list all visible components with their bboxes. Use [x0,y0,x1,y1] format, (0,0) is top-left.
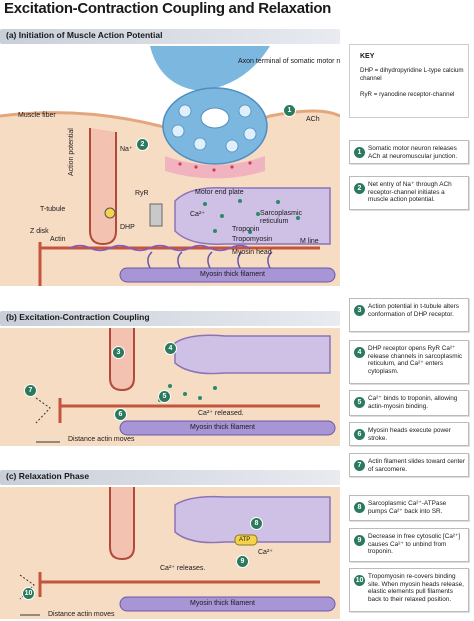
na-label: Na⁺ [120,146,133,153]
myosin-thick-label: Myosin thick filament [200,271,265,278]
sr-label: Sarcoplasmic reticulum [260,210,303,225]
section-b-header: (b) Excitation-Contraction Coupling [0,311,340,326]
muscle-fiber-label: Muscle fiber [18,112,56,119]
section-a-header: (a) Initiation of Muscle Action Potentia… [0,29,340,44]
callout-9: 9 [236,555,249,568]
step-text: Action potential in t-tubule alters conf… [368,303,459,318]
step-text: Decrease in free cytosolic [Ca²⁺] causes… [368,533,461,556]
ca-released-label: Ca²⁺ released. [198,410,244,417]
action-potential-label: Action potential [68,128,75,176]
step-text: Net entry of Na⁺ through ACh receptor-ch… [368,181,452,204]
step-number: 4 [353,346,366,359]
callout-10: 10 [22,587,35,600]
callout-5: 5 [158,390,171,403]
ttubule-label: T-tubule [40,206,66,213]
ca-releases-label: Ca²⁺ releases. [160,565,206,572]
callout-6: 6 [114,408,127,421]
axon-label: Axon terminal of somatic motor neuron [238,58,340,65]
mline-label: M line [300,238,319,245]
callout-4: 4 [164,342,177,355]
ryr-label: RyR [135,190,149,197]
ca-label-c: Ca²⁺ [258,549,273,556]
troponin-label: Troponin [232,226,260,233]
panel-a: Axon terminal of somatic motor neuron AC… [0,46,340,286]
step-number: 9 [353,534,366,547]
step-number: 5 [353,396,366,409]
step-text: Actin filament slides toward center of s… [368,458,465,473]
page-title: Excitation-Contraction Coupling and Rela… [4,0,332,17]
key-box: KEY DHP = dihydropyridine L-type calcium… [349,44,469,118]
key-dhp: DHP = dihydropyridine L-type calcium cha… [360,67,464,82]
callout-3: 3 [112,346,125,359]
key-ryr: RyR = ryanodine receptor-channel [360,91,455,98]
step-text: DHP receptor opens RyR Ca²⁺ release chan… [368,345,463,375]
atp-label: ATP [239,537,251,543]
myosin-thick-label-c: Myosin thick filament [190,600,255,607]
myosin-head-label: Myosin head [232,249,272,256]
ca-label: Ca²⁺ [190,211,205,218]
step-number: 6 [353,428,366,441]
step-number: 1 [353,146,366,159]
callout-8: 8 [250,517,263,530]
actin-label: Actin [50,236,66,243]
section-b-title: (b) Excitation-Contraction Coupling [6,312,150,322]
distance-label-c: Distance actin moves [48,611,115,618]
key-title: KEY [360,53,375,60]
step-text: Sarcoplasmic Ca²⁺-ATPase pumps Ca²⁺ back… [368,500,447,515]
motor-end-plate-label: Motor end plate [195,189,244,196]
panel-b-illustration [0,328,340,446]
panel-c: ATP Ca²⁺ Ca²⁺ releases. Myosin thick fil… [0,487,340,619]
step-number: 10 [353,574,366,587]
distance-label-b: Distance actin moves [68,436,135,443]
zdisk-label: Z disk [30,228,49,235]
step-text: Tropomyosin re-covers binding site. When… [368,573,464,603]
panel-a-illustration [0,46,340,286]
callout-2: 2 [136,138,149,151]
step-number: 7 [353,459,366,472]
section-c-title: (c) Relaxation Phase [6,471,90,481]
callout-7: 7 [24,384,37,397]
tropomyosin-label: Tropomyosin [232,236,273,243]
section-a-title: (a) Initiation of Muscle Action Potentia… [6,30,163,40]
step-text: Somatic motor neuron releases ACh at neu… [368,145,458,160]
step-number: 8 [353,501,366,514]
step-number: 3 [353,304,366,317]
panel-b: Ca²⁺ released. Myosin thick filament Dis… [0,328,340,446]
step-text: Ca²⁺ binds to troponin, allowing actin-m… [368,395,458,410]
callout-1: 1 [283,104,296,117]
ach-label: ACh [306,116,320,123]
panel-c-illustration [0,487,340,619]
step-text: Myosin heads execute power stroke. [368,427,451,442]
myosin-thick-label-b: Myosin thick filament [190,424,255,431]
dhp-label: DHP [120,224,135,231]
section-c-header: (c) Relaxation Phase [0,470,340,485]
step-number: 2 [353,182,366,195]
